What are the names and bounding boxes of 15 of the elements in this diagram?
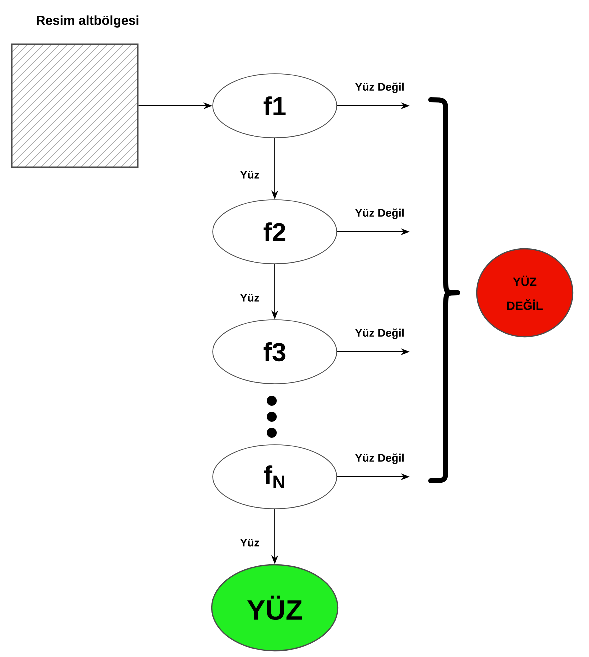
edge-label: Yüz Değil <box>354 328 406 340</box>
edge-label: Yüz Değil <box>354 208 406 220</box>
edge-label: Yüz <box>239 293 261 303</box>
edge-label: Yüz <box>239 170 261 180</box>
ellipse-node: f3 <box>212 320 338 384</box>
hatched-square: Resim altbölgesi <box>11 16 139 168</box>
ellipse-node: YÜZ <box>211 564 339 652</box>
ellipse-node: f1 <box>212 74 338 138</box>
edge-label: Yüz <box>239 538 261 548</box>
ellipse-node: f$_{N}$ <box>212 444 338 510</box>
edge-label: Yüz Değil <box>354 82 406 94</box>
ellipse-node: YÜZ DEĞİL <box>476 248 574 338</box>
ellipse-node: f2 <box>212 200 338 264</box>
edge-label: Yüz Değil <box>354 452 406 466</box>
node-label: Resim altbölgesi <box>37 16 139 28</box>
